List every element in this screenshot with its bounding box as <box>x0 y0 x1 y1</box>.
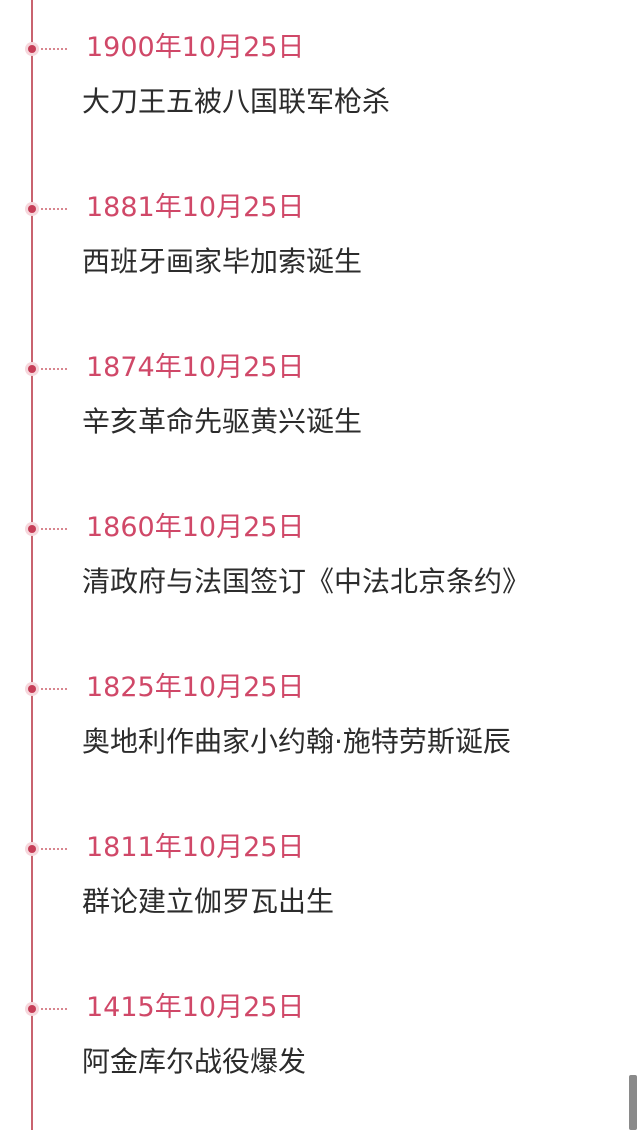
dotted-connector <box>41 208 67 210</box>
timeline-event[interactable]: 1874年10月25日 辛亥革命先驱黄兴诞生 <box>0 320 640 440</box>
timeline-dot-icon <box>25 842 39 856</box>
dotted-connector <box>41 48 67 50</box>
event-title[interactable]: 西班牙画家毕加索诞生 <box>82 245 363 278</box>
dotted-connector <box>41 688 67 690</box>
timeline-dot-icon <box>25 1002 39 1016</box>
event-date: 1811年10月25日 <box>86 832 305 863</box>
dotted-connector <box>41 1008 67 1010</box>
dotted-connector <box>41 528 67 530</box>
event-date: 1825年10月25日 <box>86 672 305 703</box>
event-date: 1881年10月25日 <box>86 192 305 223</box>
event-title[interactable]: 奥地利作曲家小约翰·施特劳斯诞辰 <box>82 725 511 758</box>
event-date: 1900年10月25日 <box>86 32 305 63</box>
dotted-connector <box>41 368 67 370</box>
timeline-dot-icon <box>25 202 39 216</box>
timeline-event[interactable]: 1811年10月25日 群论建立伽罗瓦出生 <box>0 800 640 920</box>
event-date: 1874年10月25日 <box>86 352 305 383</box>
event-title[interactable]: 辛亥革命先驱黄兴诞生 <box>82 405 363 438</box>
scrollbar-thumb[interactable] <box>629 1075 637 1130</box>
event-title[interactable]: 清政府与法国签订《中法北京条约》 <box>82 565 531 598</box>
timeline-dot-icon <box>25 42 39 56</box>
event-title[interactable]: 大刀王五被八国联军枪杀 <box>82 85 391 118</box>
timeline-event[interactable]: 1860年10月25日 清政府与法国签订《中法北京条约》 <box>0 480 640 600</box>
timeline-event[interactable]: 1415年10月25日 阿金库尔战役爆发 <box>0 960 640 1080</box>
event-date: 1415年10月25日 <box>86 992 305 1023</box>
dotted-connector <box>41 848 67 850</box>
timeline-line <box>31 0 33 1130</box>
timeline-dot-icon <box>25 362 39 376</box>
event-title[interactable]: 阿金库尔战役爆发 <box>82 1045 307 1078</box>
timeline-dot-icon <box>25 522 39 536</box>
timeline-event[interactable]: 1825年10月25日 奥地利作曲家小约翰·施特劳斯诞辰 <box>0 640 640 760</box>
event-title[interactable]: 群论建立伽罗瓦出生 <box>82 885 335 918</box>
event-date: 1860年10月25日 <box>86 512 305 543</box>
timeline-dot-icon <box>25 682 39 696</box>
timeline-event[interactable]: 1900年10月25日 大刀王五被八国联军枪杀 <box>0 0 640 120</box>
timeline-event[interactable]: 1881年10月25日 西班牙画家毕加索诞生 <box>0 160 640 280</box>
